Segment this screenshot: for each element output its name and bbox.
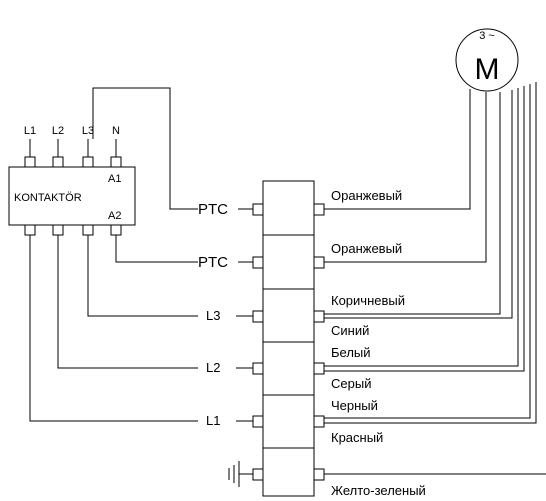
motor: 3 ~ M: [455, 28, 519, 92]
terminal-label-l3: L3: [206, 308, 220, 323]
terminal-right: [313, 203, 325, 216]
contactor-top-label-l2: L2: [52, 125, 64, 137]
terminal-left: [252, 415, 264, 428]
terminal-left: [252, 468, 264, 481]
terminal-right: [313, 468, 325, 481]
wire-color-label: Белый: [331, 345, 371, 360]
contactor-terminal: [110, 156, 122, 168]
wire-t2-to-l2: [57, 235, 198, 369]
contactor-body: [8, 166, 136, 226]
terminal-right: [313, 415, 325, 428]
motor-lead: [324, 90, 513, 319]
wire-color-label: Оранжевый: [331, 188, 402, 203]
motor-lead: [324, 84, 531, 419]
terminal-block-body: [262, 180, 315, 497]
motor-circle: [455, 28, 519, 92]
terminal-block: [252, 180, 325, 497]
terminal-right: [313, 256, 325, 269]
terminal-right: [313, 310, 325, 323]
terminal-label-ptc-1: PTC: [198, 201, 228, 218]
ground-icon: [228, 461, 253, 487]
terminal-left: [252, 310, 264, 323]
motor-label: M: [475, 53, 500, 86]
motor-phases-label: 3 ~: [479, 30, 495, 42]
contactor-terminal: [110, 224, 122, 236]
terminal-right: [313, 362, 325, 375]
wire-color-label: Оранжевый: [331, 241, 402, 256]
contactor-top-label-l1: L1: [24, 125, 36, 137]
contactor-name: KONTAKTÖR: [14, 192, 82, 204]
wire-a2-to-ptc: [115, 235, 198, 263]
contactor-terminal: [24, 224, 36, 236]
wire-color-label: Коричневый: [331, 293, 405, 308]
contactor-terminal: [82, 156, 94, 168]
contactor: L1 L2 L3 N KONTAKTÖR A1 A2: [8, 125, 136, 236]
motor-lead: [324, 88, 519, 367]
motor-lead: [324, 92, 487, 263]
terminal-left: [252, 256, 264, 269]
wire-t1-to-l1: [29, 235, 198, 422]
contactor-top-label-l3: L3: [82, 125, 94, 137]
terminal-left: [252, 362, 264, 375]
motor-lead: [324, 92, 501, 315]
wire-t3-to-l3: [87, 235, 198, 317]
contactor-terminal: [52, 156, 64, 168]
wire-color-label: Желто-зеленый: [331, 483, 426, 498]
contactor-top-label-n: N: [112, 125, 120, 137]
contactor-terminal: [52, 224, 64, 236]
motor-lead: [324, 89, 471, 210]
contactor-terminal: [82, 224, 94, 236]
wire-color-label: Черный: [331, 398, 378, 413]
wire-color-label: Серый: [331, 376, 371, 391]
terminal-label-l1: L1: [206, 413, 220, 428]
motor-lead: [324, 82, 537, 424]
contactor-terminal: [24, 156, 36, 168]
contactor-coil-a1: A1: [108, 173, 121, 185]
wire-color-label: Красный: [331, 430, 383, 445]
motor-lead: [324, 86, 525, 372]
contactor-coil-a2: A2: [108, 210, 121, 222]
wire-l3-to-ptc: [92, 87, 198, 210]
terminal-label-ptc-2: PTC: [198, 254, 228, 271]
wire-color-label: Синий: [331, 323, 369, 338]
terminal-left: [252, 203, 264, 216]
terminal-label-l2: L2: [206, 360, 220, 375]
